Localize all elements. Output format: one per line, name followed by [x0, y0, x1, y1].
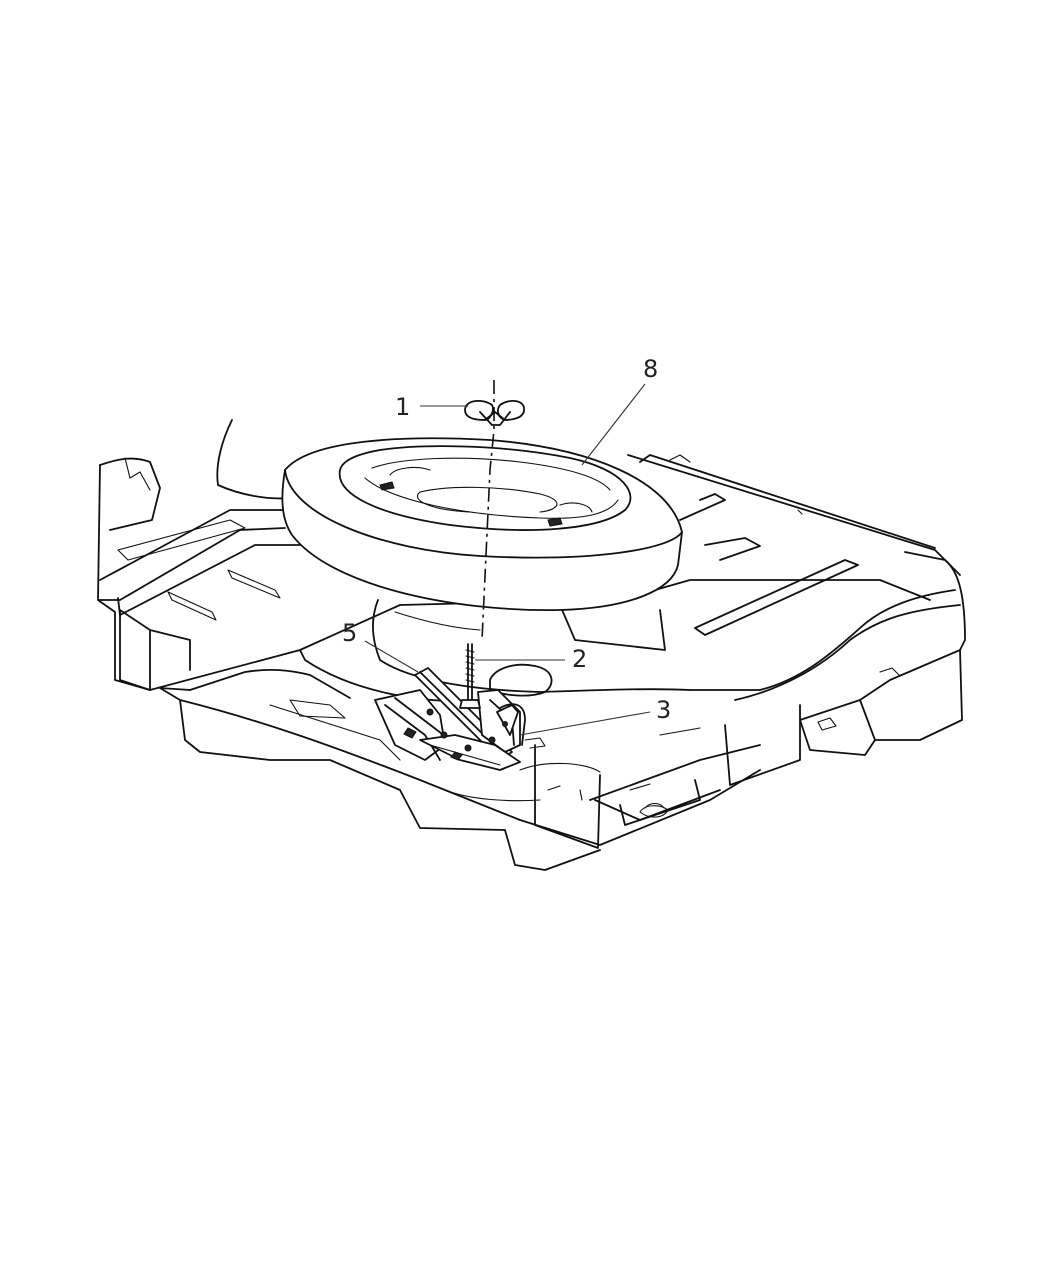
- center-line: [481, 380, 495, 641]
- hold-down-bolt: [459, 643, 481, 709]
- callout-5: 5: [342, 619, 419, 673]
- callout-3-label: 3: [656, 696, 671, 724]
- callout-3: 3: [519, 696, 671, 736]
- jack-assembly: [374, 667, 546, 771]
- callout-5-leader: [364, 640, 419, 673]
- callout-8: 8: [581, 355, 658, 466]
- callout-1: 1: [395, 393, 468, 421]
- callout-3-leader: [519, 711, 651, 736]
- callout-2: 2: [475, 645, 587, 673]
- callout-8-label: 8: [643, 355, 658, 383]
- callout-1-label: 1: [395, 393, 410, 421]
- callouts: 1 2 3 5 8: [342, 355, 671, 736]
- callout-2-label: 2: [572, 645, 587, 673]
- callout-8-leader: [581, 383, 646, 466]
- wing-nut: [464, 399, 525, 426]
- callout-5-label: 5: [342, 619, 357, 647]
- spare-tire: [281, 437, 683, 611]
